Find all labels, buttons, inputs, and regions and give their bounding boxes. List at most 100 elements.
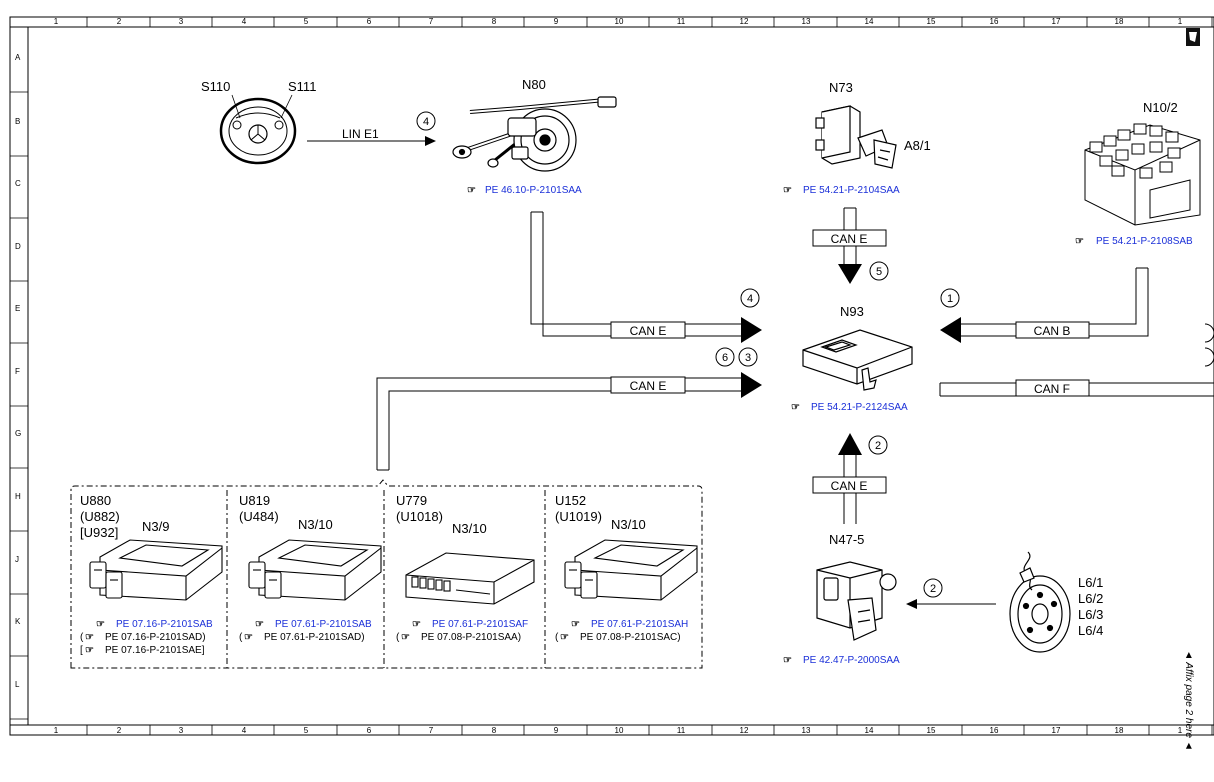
hand-pointer-icon: ☞: [96, 619, 105, 630]
grid-column-label: 17: [1052, 726, 1061, 735]
grid-column-label: 17: [1052, 17, 1061, 26]
module-code: (U1019): [555, 509, 602, 524]
ecu-icon: [564, 539, 698, 601]
grid-column-label: 1: [54, 17, 59, 26]
ref-bracket: (: [555, 632, 559, 643]
grid-column-label: 7: [429, 17, 434, 26]
grid-column-label: 11: [677, 17, 686, 26]
hand-pointer-icon: ☞: [412, 619, 421, 630]
label-a8-1: A8/1: [904, 138, 931, 153]
module-code: [U932]: [80, 525, 118, 540]
grid-column-label: 18: [1115, 726, 1124, 735]
label-l6: L6/4: [1078, 623, 1103, 638]
label-n10-2: N10/2: [1143, 100, 1178, 115]
grid-row-label: H: [15, 492, 21, 501]
grid-row-label: K: [15, 617, 21, 626]
grid-column-label: 18: [1115, 17, 1124, 26]
grid-column-label: 13: [802, 17, 811, 26]
label-n80: N80: [522, 77, 546, 92]
engine-module: U152(U1019)N3/10☞PE 07.61-P-2101SAH(☞PE …: [555, 493, 698, 643]
can-e-label-bottom: CAN E: [812, 476, 887, 494]
label-l6: L6/3: [1078, 607, 1103, 622]
ecu-icon: [248, 539, 382, 601]
grid-column-label: 15: [927, 17, 936, 26]
grid-column-label: 2: [117, 726, 122, 735]
grid-row-label: E: [15, 304, 20, 313]
can-e-label-upper: CAN E: [610, 321, 686, 339]
marker-2-up: 2: [868, 435, 888, 455]
marker-partial: [1204, 347, 1214, 367]
engine-module: U819(U484)N3/10☞PE 07.61-P-2101SAB(☞PE 0…: [239, 493, 382, 643]
leader-line: [280, 94, 293, 119]
label-n73: N73: [829, 80, 853, 95]
esp-control-unit-icon: [816, 561, 897, 641]
ecu-icon: [405, 552, 535, 605]
marker-partial: [1204, 323, 1214, 343]
hand-pointer-icon: ☞: [1075, 236, 1084, 247]
label-n47-5: N47-5: [829, 532, 864, 547]
grid-column-label: 5: [304, 17, 309, 26]
ecu-icon: [89, 539, 223, 601]
grid-column-label: 2: [117, 17, 122, 26]
module-code: (U1018): [396, 509, 443, 524]
l6-labels: L6/1L6/2L6/3L6/4: [1078, 575, 1103, 638]
grid-column-label: 3: [179, 17, 184, 26]
ref-bracket: (: [80, 632, 84, 643]
ref-bracket: [: [80, 645, 83, 656]
svg-text:3: 3: [745, 352, 751, 364]
label-l6: L6/1: [1078, 575, 1103, 590]
grid-column-label: 5: [304, 726, 309, 735]
page-corner-icon: [1186, 28, 1200, 46]
bus-lines: [376, 207, 1214, 524]
grid-column-label: 13: [802, 726, 811, 735]
grid-column-label: 1: [54, 726, 59, 735]
svg-text:4: 4: [747, 293, 753, 305]
grid-column-label: 1: [1178, 726, 1183, 735]
grid-column-label: 11: [677, 726, 686, 735]
marker-6: 6: [715, 347, 735, 367]
hand-pointer-icon: ☞: [244, 632, 253, 643]
marker-3: 3: [738, 347, 758, 367]
grid-row-label: A: [15, 53, 21, 62]
grid-column-label: 12: [740, 726, 749, 735]
svg-text:2: 2: [930, 583, 936, 595]
lin-arrowhead: [425, 136, 436, 146]
can-e-label-lower: CAN E: [610, 376, 686, 394]
engine-module: U779(U1018)N3/10☞PE 07.61-P-2101SAF(☞PE …: [396, 493, 535, 643]
marker-number: 4: [423, 116, 429, 128]
module-reference: PE 07.08-P-2101SAC): [580, 632, 681, 643]
module-name: N3/9: [142, 519, 169, 534]
grid-row-label: J: [15, 555, 19, 564]
module-code: U779: [396, 493, 427, 508]
grid-row-label: F: [15, 367, 20, 376]
sam-module-icon: [1084, 123, 1201, 226]
frame: [9, 16, 1214, 736]
ref-bracket: (: [239, 632, 243, 643]
svg-text:2: 2: [875, 440, 881, 452]
module-code: (U484): [239, 509, 279, 524]
leader-line: [231, 94, 241, 119]
svg-text:PE 46.10-P-2101SAA: PE 46.10-P-2101SAA: [485, 185, 582, 196]
can-e-label-top: CAN E: [812, 229, 887, 247]
grid-row-label: C: [15, 179, 21, 188]
module-code: U152: [555, 493, 586, 508]
module-reference: PE 07.16-P-2101SAE]: [105, 645, 205, 656]
module-name: N3/10: [298, 517, 333, 532]
label-l6: L6/2: [1078, 591, 1103, 606]
grid-column-label: 15: [927, 726, 936, 735]
hand-pointer-icon: ☞: [783, 655, 792, 666]
grid-row-label: B: [15, 117, 20, 126]
hand-pointer-icon: ☞: [560, 632, 569, 643]
grid-column-label: 9: [554, 17, 559, 26]
reference-n10-2: ☞ PE 54.21-P-2108SAB: [1075, 236, 1193, 247]
svg-text:CAN E: CAN E: [831, 479, 868, 493]
label-s111: S111: [288, 79, 316, 94]
svg-text:5: 5: [876, 266, 882, 278]
ref-bracket: (: [396, 632, 400, 643]
module-code: U819: [239, 493, 270, 508]
